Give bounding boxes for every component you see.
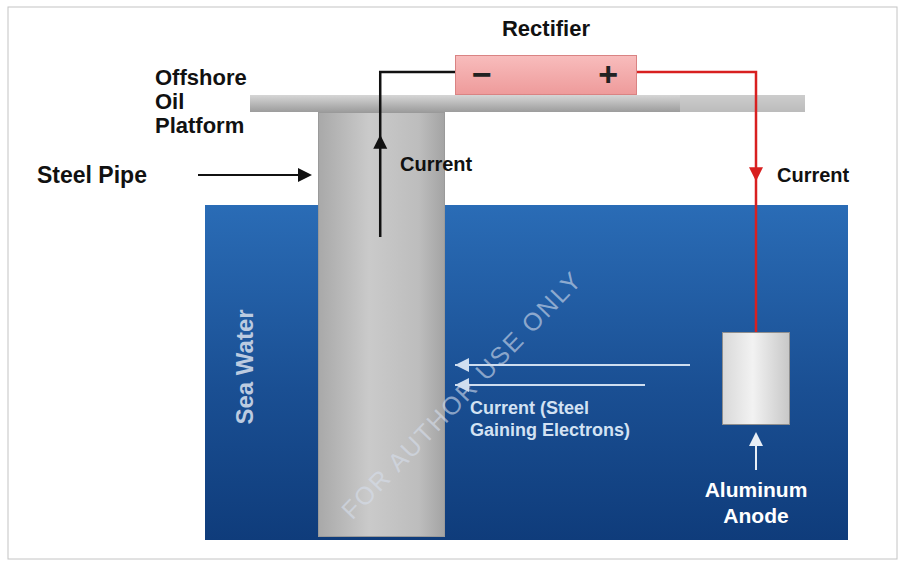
current-label: Current	[400, 152, 472, 176]
current-label: Current (Steel Gaining Electrons)	[470, 398, 660, 441]
sea-water-region: Sea WaterAluminum Anode	[205, 205, 848, 540]
positive-wire	[637, 72, 763, 332]
rectifier-box: Rectifier−+	[455, 55, 637, 95]
leader-arrowhead	[298, 168, 312, 182]
part-label: Aluminum Anode	[691, 477, 821, 529]
frame	[8, 7, 897, 559]
current-label: Current	[777, 163, 849, 187]
leader-line	[198, 174, 300, 176]
arrowhead	[373, 135, 387, 149]
positive-wire	[637, 72, 756, 332]
leader-arrowhead	[749, 432, 763, 446]
aluminum-anode: Aluminum Anode	[722, 332, 790, 425]
platform-deck	[250, 95, 805, 112]
region-label: Sea Water	[231, 309, 259, 424]
terminal-sign: +	[598, 57, 618, 91]
terminal-sign: −	[472, 57, 492, 91]
watermark: FOR AUTHOR USE ONLY	[336, 265, 588, 525]
platform-deck-light	[680, 95, 805, 112]
platform-label: Offshore Oil Platform	[155, 66, 275, 138]
arrowhead	[749, 167, 763, 181]
rectifier-title: Rectifier	[502, 16, 590, 42]
part-label: Steel Pipe	[37, 162, 147, 189]
leader-line	[755, 444, 757, 470]
